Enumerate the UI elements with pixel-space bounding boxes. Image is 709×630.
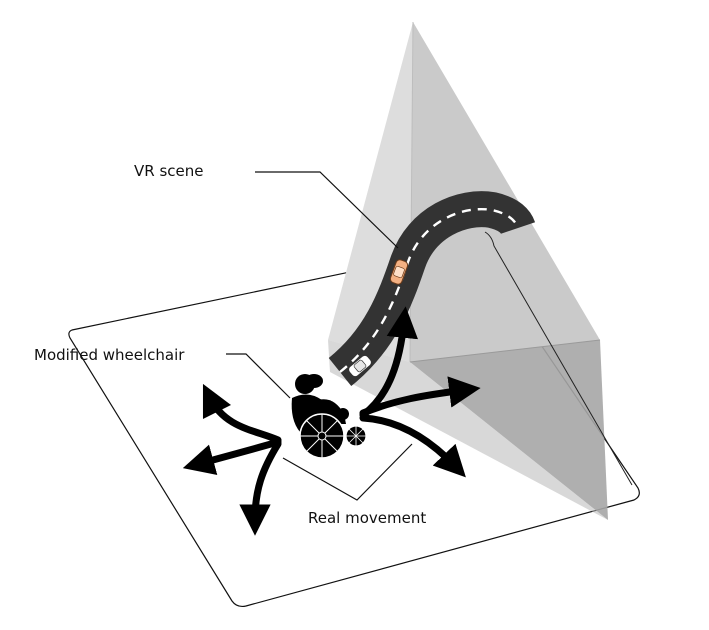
arrow-left-up [202, 383, 282, 444]
white-car-icon [348, 354, 372, 378]
movement-label: Real movement [308, 509, 426, 527]
arrow-right [359, 376, 481, 417]
wheelchair-user-icon [291, 374, 367, 459]
wheelchair-leader [226, 353, 291, 399]
arrow-down [239, 440, 282, 536]
wheelchair-label: Modified wheelchair [34, 346, 185, 364]
arrow-right-down [359, 414, 466, 478]
arrow-left [182, 438, 282, 476]
orange-car-icon [389, 259, 409, 285]
movement-arrows [182, 306, 481, 536]
movement-bracket [282, 443, 413, 501]
vr-scene-leader [255, 171, 399, 249]
road-projection-line [484, 231, 633, 486]
vr-scene-label: VR scene [134, 162, 203, 180]
vr-road [328, 191, 536, 387]
